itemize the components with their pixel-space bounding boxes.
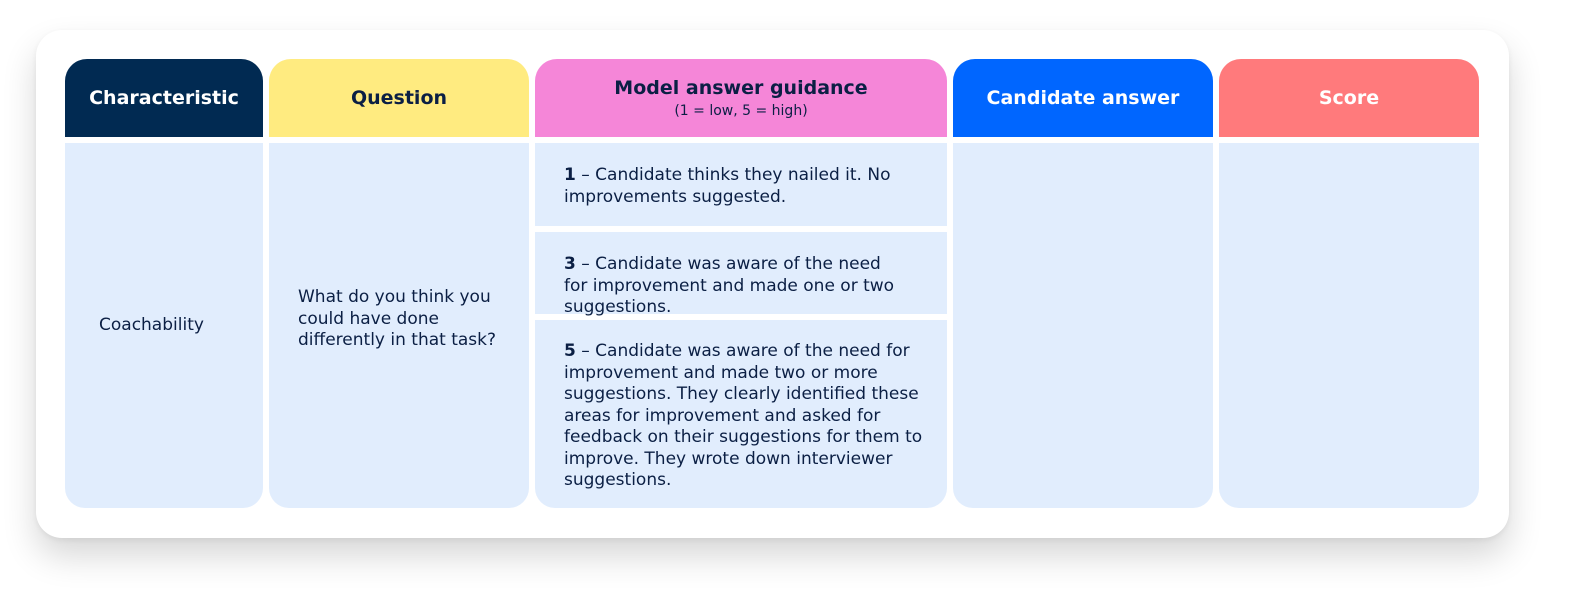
guidance-desc-3: – Candidate was aware of the need for im… (564, 254, 895, 317)
guidance-text-5: 5 – Candidate was aware of the need for … (564, 341, 924, 492)
candidate-answer-cell[interactable] (953, 143, 1213, 508)
score-header-label: Score (1318, 87, 1380, 109)
guidance-header: Model answer guidance (1 = low, 5 = high… (535, 59, 947, 137)
question-value: What do you think you could have done di… (298, 287, 497, 350)
guidance-row-3: 3 – Candidate was aware of the need for … (535, 232, 947, 317)
score-column: Score (1219, 59, 1479, 508)
question-header: Question (269, 59, 529, 137)
candidate-answer-column: Candidate answer (953, 59, 1213, 508)
guidance-desc-1: – Candidate thinks they nailed it. No im… (564, 165, 891, 207)
characteristic-cell: Coachability (65, 143, 263, 508)
guidance-header-label: Model answer guidance (614, 77, 868, 99)
guidance-cells: 1 – Candidate thinks they nailed it. No … (535, 143, 947, 508)
candidate-answer-header-label: Candidate answer (986, 87, 1180, 109)
characteristic-header: Characteristic (65, 59, 263, 137)
characteristic-value: Coachability (99, 315, 204, 335)
score-cell[interactable] (1219, 143, 1479, 508)
question-cell: What do you think you could have done di… (269, 143, 529, 508)
score-header: Score (1219, 59, 1479, 137)
question-column: Question What do you think you could hav… (269, 59, 529, 508)
guidance-score-5: 5 (564, 341, 576, 361)
characteristic-column: Characteristic Coachability (65, 59, 263, 508)
guidance-row-5: 5 – Candidate was aware of the need for … (535, 320, 947, 508)
question-header-label: Question (350, 87, 448, 109)
characteristic-header-label: Characteristic (89, 87, 239, 109)
guidance-text-1: 1 – Candidate thinks they nailed it. No … (564, 165, 924, 208)
guidance-header-sublabel: (1 = low, 5 = high) (674, 103, 808, 119)
guidance-score-3: 3 (564, 254, 576, 274)
candidate-answer-header: Candidate answer (953, 59, 1213, 137)
guidance-text-3: 3 – Candidate was aware of the need for … (564, 254, 904, 319)
guidance-score-1: 1 (564, 165, 576, 185)
guidance-row-1: 1 – Candidate thinks they nailed it. No … (535, 143, 947, 226)
guidance-column: Model answer guidance (1 = low, 5 = high… (535, 59, 947, 508)
guidance-desc-5: – Candidate was aware of the need for im… (564, 341, 923, 490)
